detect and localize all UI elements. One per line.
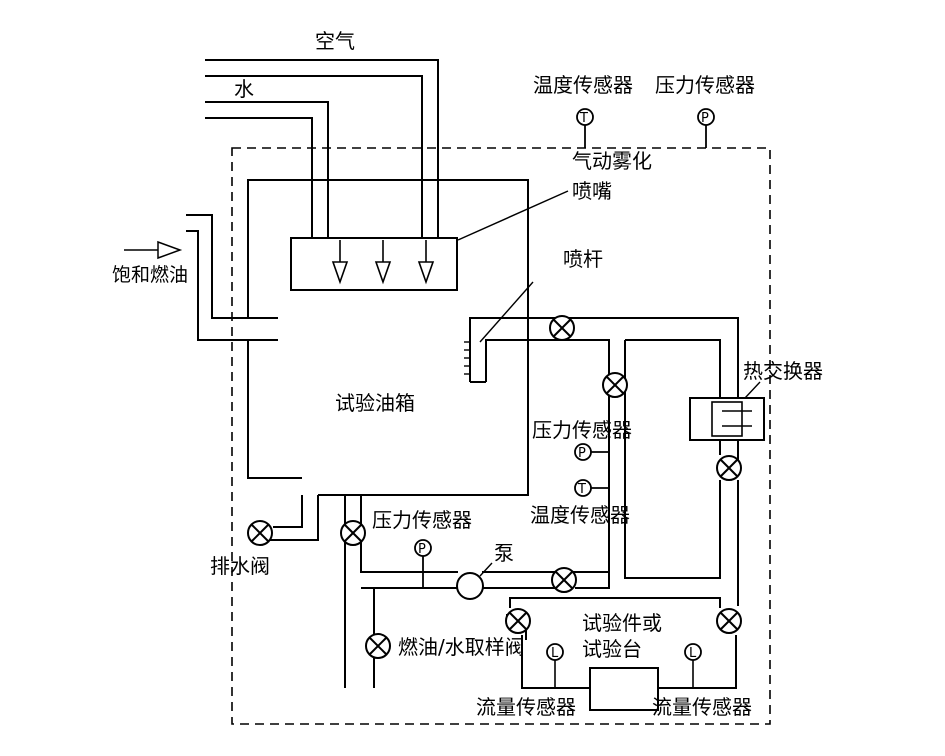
pressure-sensor-low: P <box>414 539 432 588</box>
pump <box>456 562 493 600</box>
temperature-icon: T <box>577 482 586 497</box>
test-chamber-boundary <box>231 147 771 725</box>
air-pipe <box>205 59 439 238</box>
valve-heat-exchanger <box>716 455 742 481</box>
heat-exchanger <box>689 381 765 441</box>
flow-sensor-right: L <box>684 643 702 661</box>
pressure-sensor-low-label: 压力传感器 <box>372 508 472 532</box>
saturated-fuel-inlet <box>124 214 278 341</box>
valve-drain <box>247 520 273 546</box>
valve-test-outlet <box>716 608 742 634</box>
spray-bar-label: 喷杆 <box>563 247 603 271</box>
saturated-fuel-label: 饱和燃油 <box>112 264 188 286</box>
valve-sampling <box>365 633 391 659</box>
drain-line <box>260 495 319 541</box>
nozzle-label: 喷嘴 <box>572 179 612 203</box>
water-pipe <box>205 101 329 238</box>
temperature-sensor-mid-label: 温度传感器 <box>530 503 630 527</box>
right-circulation-loop <box>563 317 739 606</box>
drain-valve-label: 排水阀 <box>210 554 270 578</box>
test-piece-label-line2: 试验台 <box>582 637 642 661</box>
valve-loop-left <box>602 372 628 398</box>
inlet-arrow-icon <box>157 240 183 260</box>
water-label: 水 <box>234 77 254 101</box>
pressure-icon: P <box>418 542 426 557</box>
valve-tank-outlet <box>340 520 366 546</box>
pressure-icon: P <box>701 111 709 126</box>
temperature-sensor-top: T <box>576 108 594 148</box>
valve-spray-bar <box>549 315 575 341</box>
nozzle-manifold <box>290 237 458 291</box>
test-piece <box>589 667 659 711</box>
sampling-valve-label: 燃油/水取样阀 <box>398 635 525 659</box>
test-piece-label-line1: 试验件或 <box>582 611 662 635</box>
flow-sensor-right-label: 流量传感器 <box>652 695 752 719</box>
heat-exchanger-label: 热交换器 <box>743 359 823 383</box>
flow-sensor-left-label: 流量传感器 <box>476 695 576 719</box>
pressure-sensor-top: P <box>697 108 715 148</box>
air-label: 空气 <box>315 29 355 53</box>
pressure-sensor-mid-label: 压力传感器 <box>532 418 632 442</box>
valve-test-inlet <box>505 608 531 634</box>
test-tank-label: 试验油箱 <box>335 391 415 415</box>
temperature-sensor-top-label: 温度传感器 <box>533 73 633 97</box>
pneumatic-atomize-label: 气动雾化 <box>572 149 652 173</box>
pressure-icon: P <box>578 446 586 461</box>
flow-icon: L <box>551 646 559 661</box>
pump-label: 泵 <box>494 541 514 565</box>
spray-bar <box>464 281 563 383</box>
temperature-icon: T <box>579 111 588 126</box>
nozzle-leader-line <box>457 190 569 241</box>
flow-sensor-left: L <box>546 643 564 661</box>
valve-pump-return <box>551 567 577 593</box>
pressure-sensor-top-label: 压力传感器 <box>655 73 755 97</box>
temperature-sensor-mid: T <box>574 479 609 497</box>
flow-icon: L <box>689 646 697 661</box>
pressure-sensor-mid: P <box>574 443 609 461</box>
test-tank <box>247 179 529 496</box>
